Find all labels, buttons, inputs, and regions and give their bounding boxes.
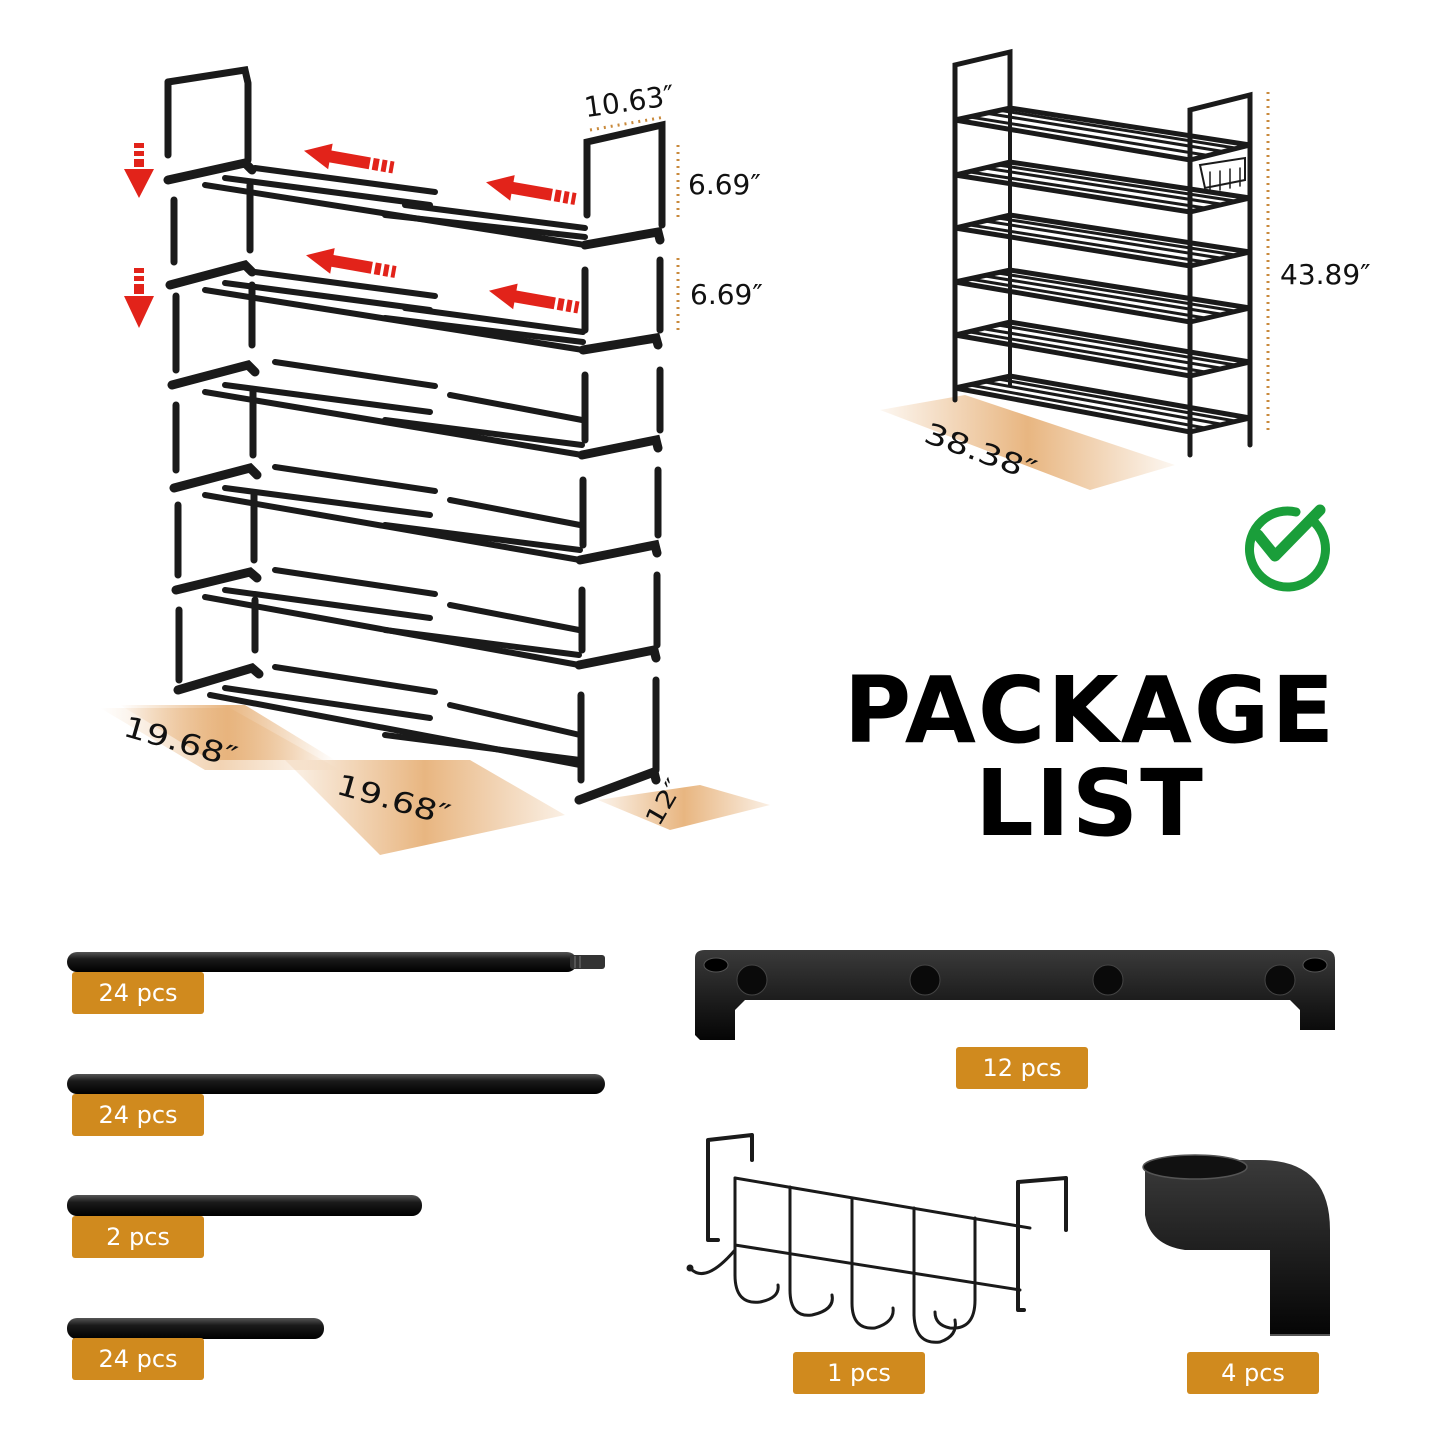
qty-badge-long-tube-connector: 24 pcs xyxy=(72,972,204,1014)
tube-long xyxy=(67,1074,605,1094)
qty-badge-shelf-bracket: 12 pcs xyxy=(956,1047,1088,1089)
check-circle-icon xyxy=(1245,504,1330,592)
shelf-tiers xyxy=(163,158,665,805)
tube-medium xyxy=(67,1195,422,1216)
dimension-tier-gap-2: 6.69″ xyxy=(690,278,763,311)
arrow-left-icon xyxy=(306,248,397,278)
tube-short xyxy=(67,1318,324,1339)
title-line-2: LIST xyxy=(975,750,1205,857)
floor-shadow-right xyxy=(598,785,770,830)
dimension-tier-gap-1: 6.69″ xyxy=(688,168,761,201)
tube-long-with-connector xyxy=(67,952,605,972)
shelf-bracket xyxy=(695,950,1335,1040)
floor-shadow-middle xyxy=(285,760,565,855)
qty-badge-long-tube: 24 pcs xyxy=(72,1094,204,1136)
qty-badge-door-hook-rack: 1 pcs xyxy=(793,1352,925,1394)
qty-badge-elbow-connector: 4 pcs xyxy=(1187,1352,1319,1394)
arrow-left-icon xyxy=(303,143,395,174)
arrow-left-icon xyxy=(488,283,580,314)
qty-badge-short-tube: 24 pcs xyxy=(72,1338,204,1380)
assembly-arrows xyxy=(124,143,580,328)
arrow-down-icon xyxy=(124,143,154,198)
floor-shadow-assembled xyxy=(880,395,1175,490)
floor-shadow-left xyxy=(100,705,340,770)
title-line-1: PACKAGE xyxy=(843,657,1337,764)
arrow-left-icon xyxy=(486,175,577,205)
assembled-frame xyxy=(952,48,1253,458)
dimension-lines-left xyxy=(589,115,680,330)
qty-badge-medium-tube: 2 pcs xyxy=(72,1216,204,1258)
elbow-connector xyxy=(1142,1154,1330,1336)
arrow-down-icon xyxy=(124,268,154,328)
dimension-height: 43.89″ xyxy=(1280,258,1371,291)
door-hook-rack xyxy=(686,1133,1068,1344)
